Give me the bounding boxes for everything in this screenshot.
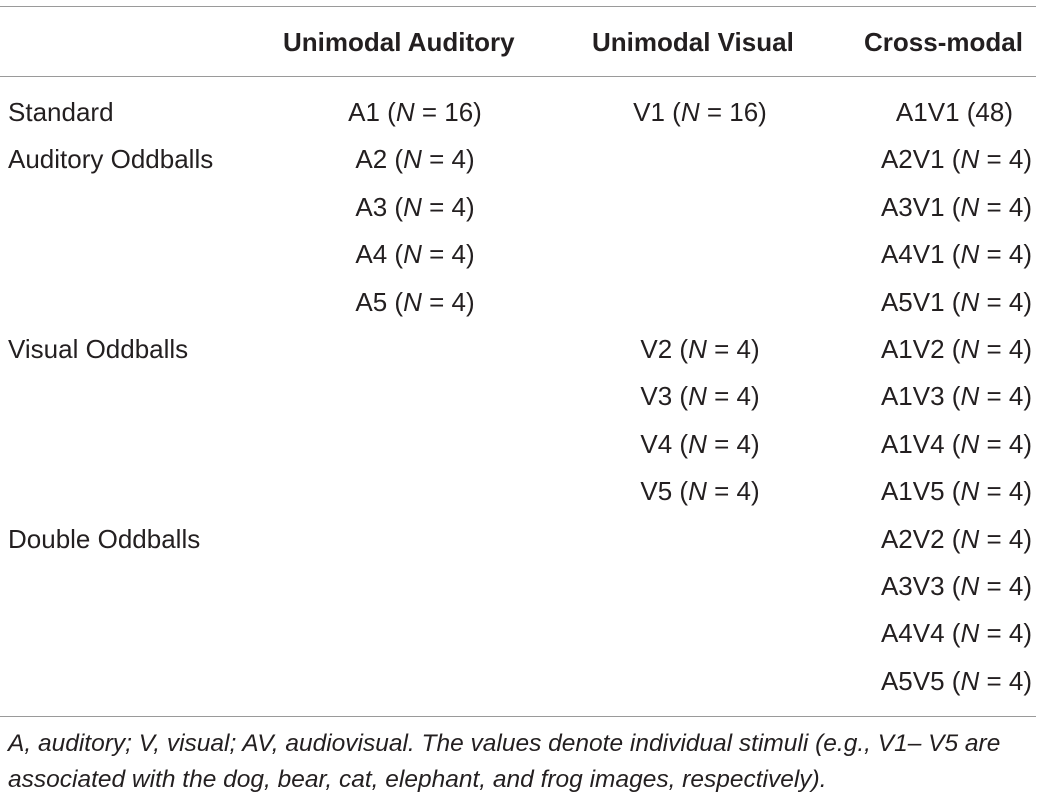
- cell-unimodal-visual: V1 (N = 16): [633, 97, 767, 127]
- row-label: Double Oddballs: [8, 523, 201, 554]
- cell-unimodal-auditory: A4 (N = 4): [355, 239, 475, 270]
- cell-cross-modal: A3V3 (N = 4): [880, 570, 1032, 601]
- table-body: Standard A1 (N = 16) V1 (N = 16) A1V1 (48) A…: [0, 89, 1046, 705]
- table-row: Visual Oddballs V2 (N = 4) A1V2 (N = 4): [0, 326, 1046, 373]
- table-row: A5 (N = 4) A5V1 (N = 4): [0, 279, 1046, 326]
- cell-cross-modal: A5V1 (N = 4): [880, 286, 1032, 317]
- cell-unimodal-auditory: A1 (N = 16): [348, 97, 482, 127]
- cell-cross-modal: A4V1 (N = 4): [880, 239, 1032, 270]
- cell-cross-modal: A1V4 (N = 4): [880, 428, 1032, 459]
- cell-cross-modal: A1V3 (N = 4): [880, 381, 1032, 412]
- table-row: A3V3 (N = 4): [0, 563, 1046, 610]
- cell-cross-modal: A4V4 (N = 4): [880, 618, 1032, 649]
- table-top-rule: [0, 6, 1036, 7]
- table-bottom-rule: [0, 716, 1036, 717]
- table-row: Double Oddballs A2V2 (N = 4): [0, 516, 1046, 563]
- cell-cross-modal: A2V2 (N = 4): [880, 523, 1032, 554]
- table-row: V4 (N = 4) A1V4 (N = 4): [0, 421, 1046, 468]
- header-cross-modal: Cross-modal: [864, 27, 1023, 57]
- table-row: V5 (N = 4) A1V5 (N = 4): [0, 468, 1046, 515]
- cell-unimodal-visual: V5 (N = 4): [640, 476, 760, 507]
- header-unimodal-visual: Unimodal Visual: [592, 27, 794, 57]
- table-row: A4 (N = 4) A4V1 (N = 4): [0, 231, 1046, 278]
- cell-unimodal-visual: V3 (N = 4): [640, 381, 760, 412]
- cell-unimodal-auditory: A5 (N = 4): [355, 286, 475, 317]
- table-row: V3 (N = 4) A1V3 (N = 4): [0, 373, 1046, 420]
- table-row: A4V4 (N = 4): [0, 610, 1046, 657]
- cell-cross-modal: A1V1 (48): [895, 97, 1013, 127]
- cell-unimodal-auditory: A2 (N = 4): [355, 144, 475, 175]
- table-footnote: A, auditory; V, visual; AV, audiovisual.…: [8, 730, 1001, 793]
- header-unimodal-auditory: Unimodal Auditory: [283, 27, 515, 57]
- cell-cross-modal: A3V1 (N = 4): [880, 191, 1032, 222]
- table-header-rule: [0, 76, 1036, 77]
- cell-unimodal-auditory: A3 (N = 4): [355, 191, 475, 222]
- cell-unimodal-visual: V4 (N = 4): [640, 428, 760, 459]
- cell-cross-modal: A2V1 (N = 4): [880, 144, 1032, 175]
- row-label: Standard: [8, 97, 114, 127]
- table-row: A5V5 (N = 4): [0, 658, 1046, 705]
- cell-unimodal-visual: V2 (N = 4): [640, 333, 760, 364]
- cell-cross-modal: A1V2 (N = 4): [880, 333, 1032, 364]
- row-label: Auditory Oddballs: [8, 144, 214, 175]
- cell-cross-modal: A1V5 (N = 4): [880, 476, 1032, 507]
- table-row: Standard A1 (N = 16) V1 (N = 16) A1V1 (48): [0, 89, 1046, 136]
- table-header-row: Unimodal Auditory Unimodal Visual Cross-…: [0, 22, 1046, 62]
- table-row: Auditory Oddballs A2 (N = 4) A2V1 (N = 4): [0, 136, 1046, 183]
- cell-cross-modal: A5V5 (N = 4): [880, 665, 1032, 696]
- row-label: Visual Oddballs: [8, 333, 189, 364]
- table-row: A3 (N = 4) A3V1 (N = 4): [0, 184, 1046, 231]
